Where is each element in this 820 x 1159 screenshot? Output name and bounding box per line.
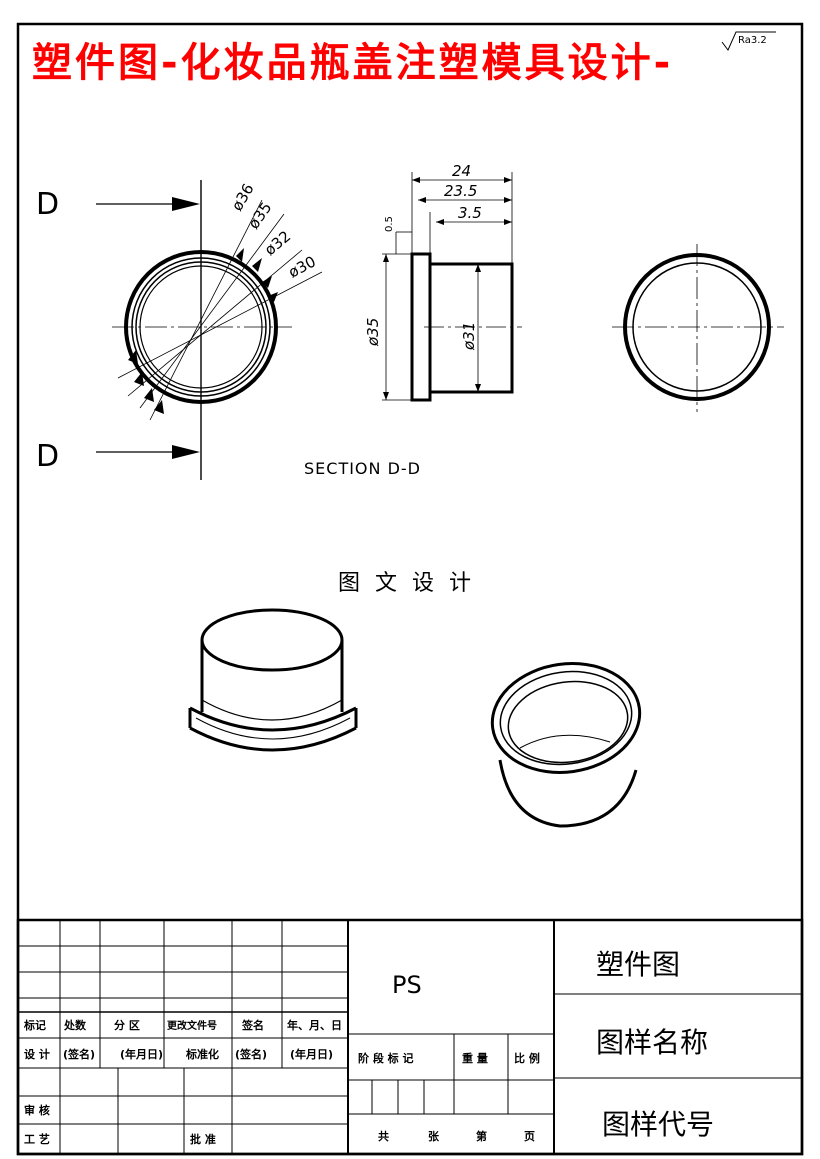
- tb-total: 共: [378, 1129, 389, 1143]
- tb-weight: 重 量: [462, 1051, 488, 1065]
- tb-change-doc: 更改文件号: [167, 1019, 217, 1032]
- body-outline: [430, 262, 514, 394]
- tb-sheet-no: 第: [476, 1129, 487, 1143]
- dim-d30: ø30: [285, 252, 318, 281]
- section-label: SECTION D-D: [304, 459, 421, 478]
- dim-section-d31: ø31: [460, 322, 478, 351]
- circle-d36: [124, 250, 278, 404]
- dim-section-d35: ø35: [364, 318, 382, 347]
- bottom-inner-circle: [632, 262, 762, 392]
- roughness-label: Ra3.2: [738, 35, 767, 46]
- circle-d32: [135, 261, 267, 393]
- tb-material: PS: [392, 971, 422, 999]
- tb-design-sign: (签名): [63, 1047, 95, 1061]
- tb-page: 页: [524, 1130, 535, 1143]
- tb-scale: 比 例: [514, 1051, 540, 1065]
- tb-drawing-type: 塑件图: [596, 948, 680, 981]
- dim-len24: 24: [452, 162, 471, 180]
- leader-arrows: [128, 248, 278, 414]
- drawing-title: 塑件图-化妆品瓶盖注塑模具设计-: [32, 40, 674, 86]
- bottom-outer-circle: [623, 253, 771, 401]
- tb-std-date: (年月日): [290, 1047, 333, 1061]
- top-view: D D ø36 ø: [36, 180, 323, 480]
- section-letter-top: D: [36, 187, 59, 222]
- section-arrow-head-bottom: [172, 445, 200, 459]
- section-view: 24 23.5 3.5 0.5 ø35 ø31 SECTION D-D: [304, 162, 522, 478]
- tb-drawing-code: 图样代号: [602, 1108, 714, 1141]
- tb-std-sign: (签名): [235, 1047, 267, 1061]
- tb-sheets: 张: [428, 1129, 440, 1143]
- section-dim-lines: [382, 172, 513, 401]
- tb-approve: 批 准: [190, 1132, 216, 1146]
- bottom-view: [612, 244, 784, 412]
- iso-view-cap-bottom: [490, 662, 642, 828]
- circle-d35: [131, 257, 271, 397]
- title-block: [16, 918, 804, 1156]
- dim-len23-5: 23.5: [444, 182, 477, 200]
- tb-sign: 签名: [241, 1018, 264, 1032]
- dim-d32: ø32: [261, 227, 294, 259]
- tb-zone: 分 区: [114, 1018, 140, 1032]
- tb-design-date: (年月日): [120, 1047, 163, 1061]
- tb-stage-mark: 阶 段 标 记: [358, 1051, 414, 1065]
- tb-process: 工 艺: [24, 1132, 50, 1146]
- diameter-leaders: [117, 199, 323, 421]
- tb-design: 设 计: [24, 1047, 50, 1061]
- graphic-design-label: 图 文 设 计: [338, 571, 475, 596]
- tb-drawing-name: 图样名称: [596, 1026, 708, 1059]
- circle-d30: [139, 265, 263, 389]
- section-dim-arrows: [383, 177, 512, 400]
- tb-mark: 标记: [23, 1018, 46, 1032]
- roughness-symbol: Ra3.2: [721, 31, 776, 51]
- tb-standardize: 标准化: [185, 1047, 219, 1061]
- section-arrow-head-top: [172, 197, 200, 211]
- title-block-labels: 标记 处数 分 区 更改文件号 签名 年、月、日 设 计 (签名) (年月日) …: [23, 1018, 540, 1146]
- iso-view-cap-top: [188, 608, 358, 752]
- dim-thk05: 0.5: [384, 216, 395, 232]
- tb-review: 审 核: [24, 1103, 50, 1117]
- dim-len3-5: 3.5: [458, 204, 482, 222]
- section-letter-bottom: D: [36, 439, 59, 474]
- tb-date: 年、月、日: [287, 1018, 342, 1032]
- tb-count: 处数: [63, 1018, 87, 1032]
